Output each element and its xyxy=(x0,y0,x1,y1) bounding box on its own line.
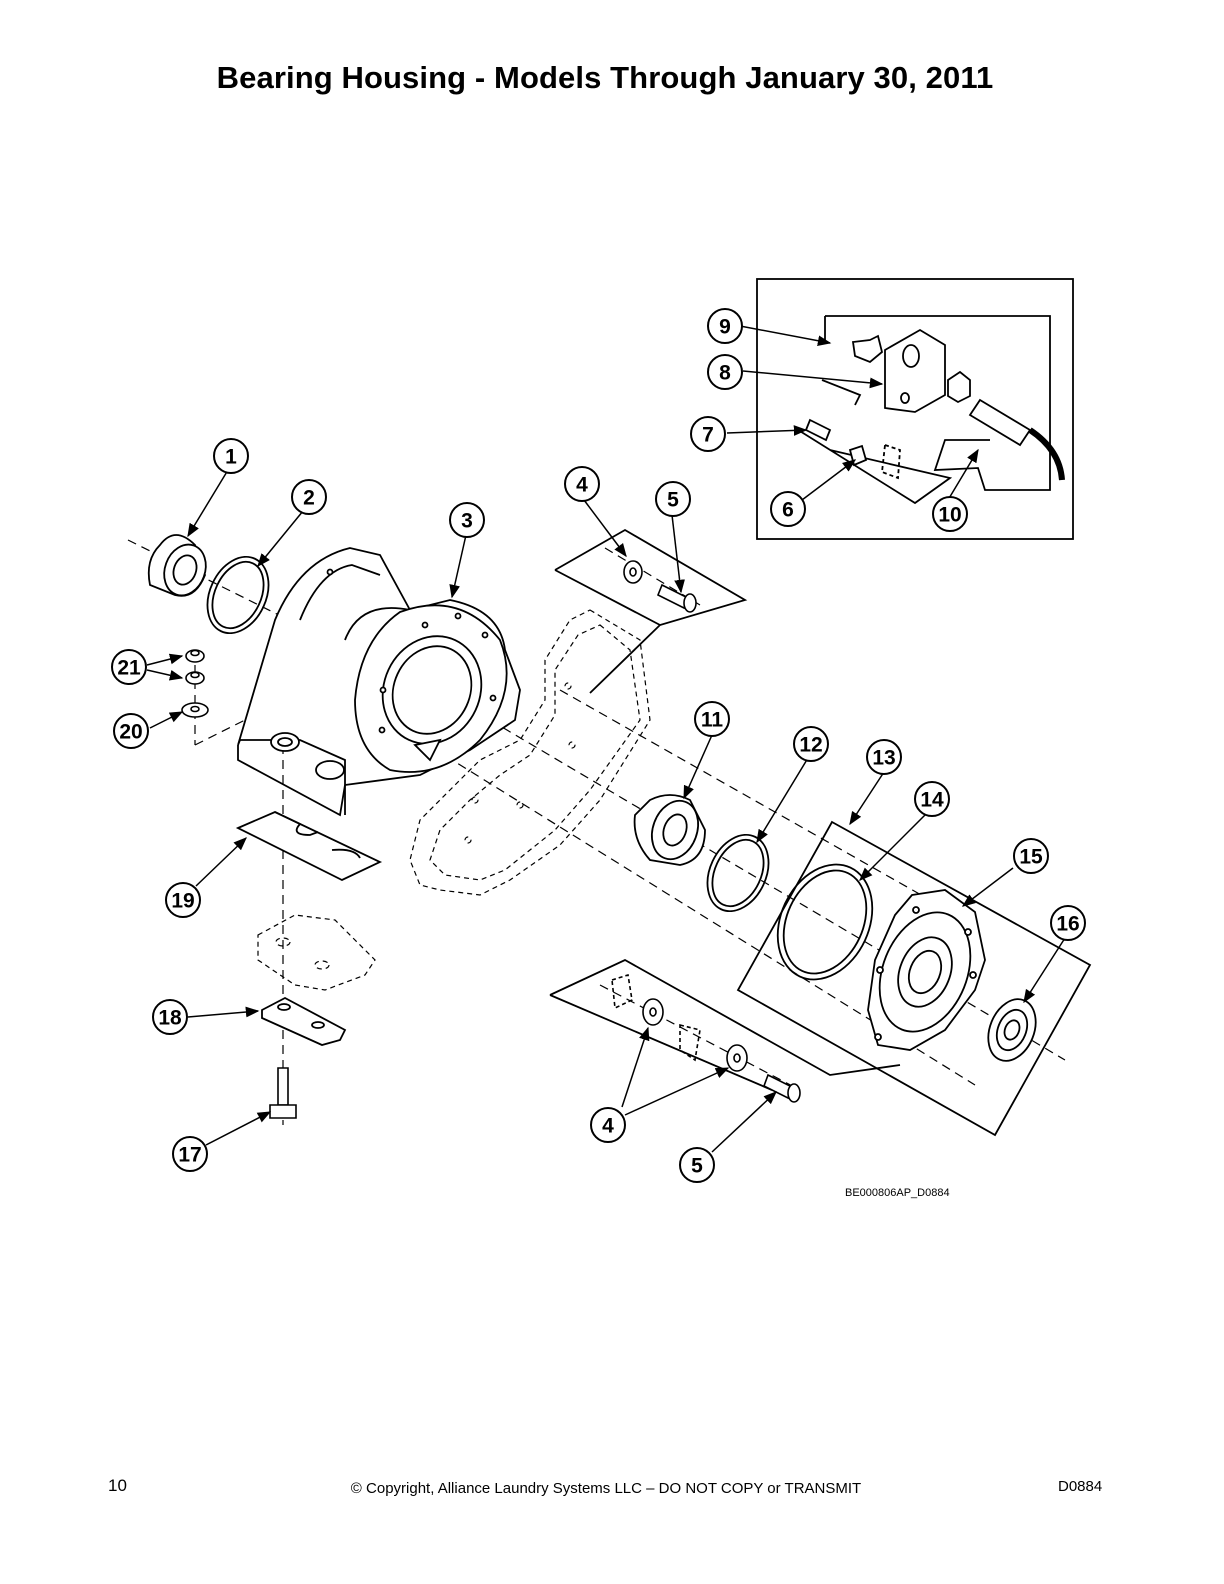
callout-10: 10 xyxy=(938,504,961,527)
callout-13: 13 xyxy=(872,747,895,770)
cover-kit-box xyxy=(549,820,1092,1137)
mounting-plate-outline xyxy=(409,609,651,896)
retaining-ring-2 xyxy=(206,555,270,635)
callout-20: 20 xyxy=(119,721,142,744)
nuts-and-washer xyxy=(181,649,209,718)
callout-14: 14 xyxy=(920,789,944,812)
callout-9: 9 xyxy=(719,316,731,339)
callout-16: 16 xyxy=(1056,913,1079,936)
callout-17: 17 xyxy=(178,1144,201,1167)
page-number: 10 xyxy=(108,1476,127,1495)
page-title: Bearing Housing - Models Through January… xyxy=(216,60,994,95)
upper-washer-and-bolt xyxy=(623,560,697,613)
leader-lines xyxy=(146,325,1066,1153)
lower-washers-and-bolt xyxy=(611,973,801,1103)
drawing-code: BE000806AP_D0884 xyxy=(845,1187,950,1199)
bearing-1 xyxy=(147,534,207,597)
callout-circles xyxy=(111,308,1086,1183)
callout-5-upper: 5 xyxy=(667,489,679,512)
document-code: D0884 xyxy=(1058,1478,1103,1495)
callout-3: 3 xyxy=(461,510,473,533)
callout-6: 6 xyxy=(782,499,794,522)
callout-1: 1 xyxy=(225,446,237,469)
callout-15: 15 xyxy=(1019,846,1043,869)
callout-numbers: 1 2 3 4 5 6 7 8 9 10 11 12 13 14 15 16 1… xyxy=(117,316,1079,1178)
callout-5-lower: 5 xyxy=(691,1155,703,1178)
callout-8: 8 xyxy=(719,362,731,385)
callout-11: 11 xyxy=(701,709,724,732)
callout-12: 12 xyxy=(799,734,822,757)
retaining-ring-12 xyxy=(706,833,770,913)
sensor-detail-inset xyxy=(756,278,1074,540)
callout-4-upper: 4 xyxy=(576,474,588,497)
gasket-14 xyxy=(776,863,874,981)
copyright-notice: © Copyright, Alliance Laundry Systems LL… xyxy=(350,1480,862,1497)
bolt-17 xyxy=(269,1067,297,1119)
bearing-11 xyxy=(633,794,706,866)
shim-19 xyxy=(235,811,383,882)
bearing-cap-15 xyxy=(867,889,986,1051)
callout-2: 2 xyxy=(303,487,315,510)
callout-4-lower: 4 xyxy=(602,1115,614,1138)
callout-21: 21 xyxy=(117,657,141,680)
callout-7: 7 xyxy=(702,424,714,447)
upper-fastener-box xyxy=(554,528,748,694)
base-plate-outline xyxy=(257,914,376,991)
callout-18: 18 xyxy=(158,1007,182,1030)
callout-19: 19 xyxy=(171,890,194,913)
seal-16 xyxy=(987,998,1037,1062)
bearing-housing xyxy=(237,547,521,817)
clamp-18 xyxy=(261,996,347,1046)
